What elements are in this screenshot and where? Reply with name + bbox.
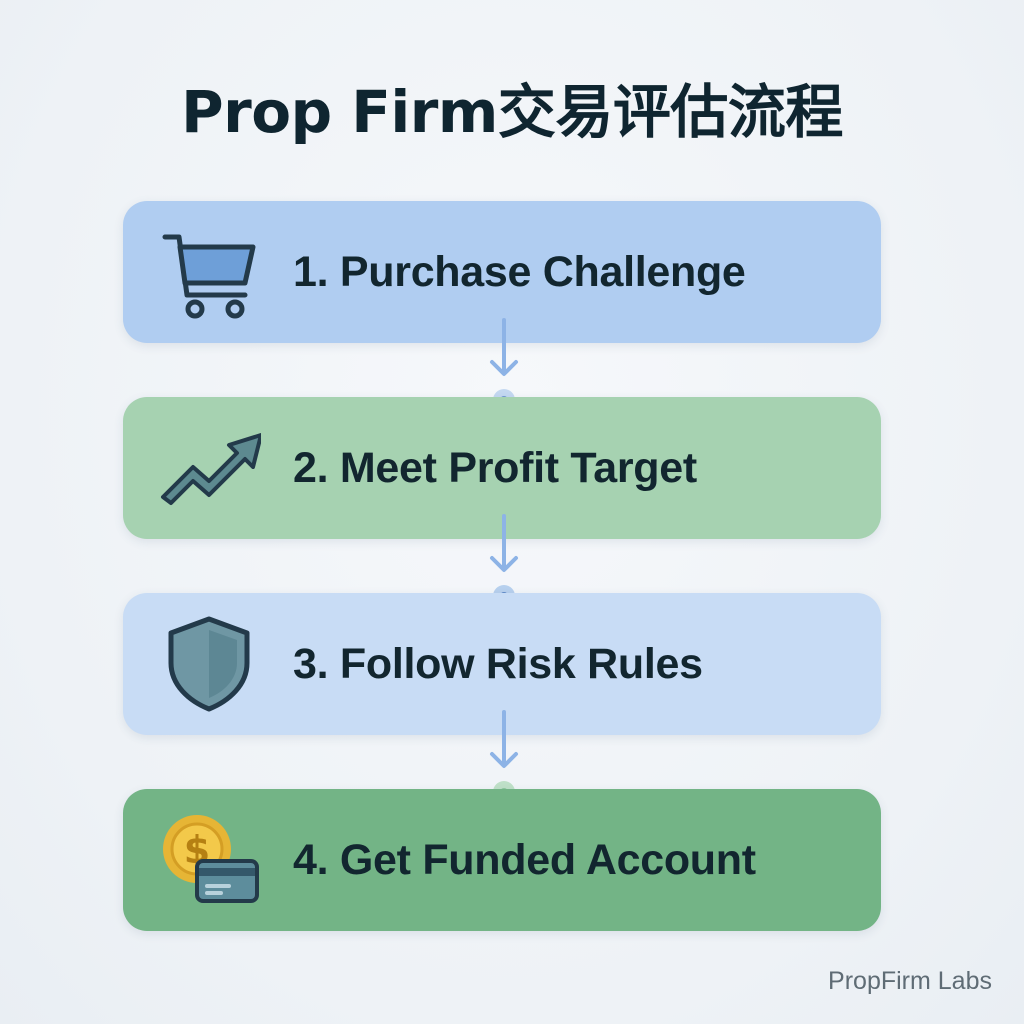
page-title: Prop Firm交易评估流程 xyxy=(181,78,843,146)
connector-arrow-2 xyxy=(484,514,524,604)
connector-arrow-1 xyxy=(484,318,524,408)
step-label: 4. Get Funded Account xyxy=(293,836,756,884)
shield-icon xyxy=(157,615,261,713)
step-label: 2. Meet Profit Target xyxy=(293,444,697,492)
coin-and-card-icon: $ xyxy=(157,811,261,909)
step-follow-risk-rules: 3. Follow Risk Rules xyxy=(123,593,881,735)
step-label: 1. Purchase Challenge xyxy=(293,248,746,296)
step-label: 3. Follow Risk Rules xyxy=(293,640,703,688)
connector-arrow-3 xyxy=(484,710,524,800)
trend-up-arrow-icon xyxy=(157,419,261,517)
step-purchase-challenge: 1. Purchase Challenge xyxy=(123,201,881,343)
step-get-funded-account: $ 4. Get Funded Account xyxy=(123,789,881,931)
shopping-cart-icon xyxy=(157,223,261,321)
brand-watermark: PropFirm Labs xyxy=(828,967,992,995)
step-meet-profit-target: 2. Meet Profit Target xyxy=(123,397,881,539)
